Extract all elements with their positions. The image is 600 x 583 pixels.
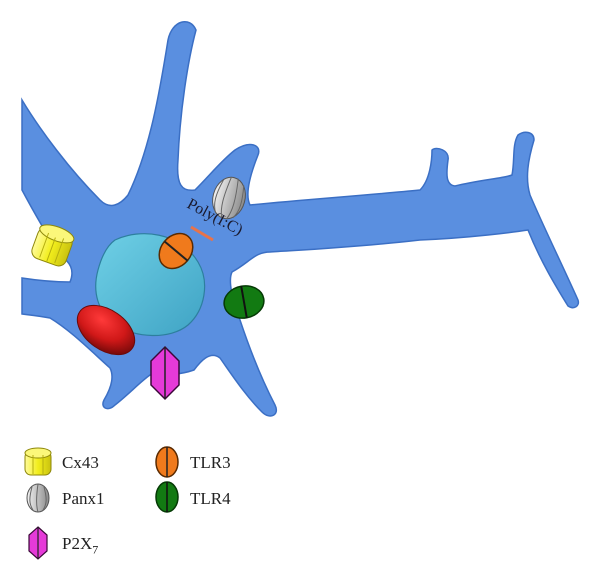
panx1-legend-icon: [26, 483, 50, 513]
tlr3-legend-icon: [155, 446, 179, 478]
red-organelle: [76, 304, 136, 356]
legend-label-panx1: Panx1: [62, 489, 105, 508]
legend-label-p2x7-subscript: 7: [92, 542, 99, 557]
panx1-membrane-icon: [212, 176, 246, 220]
astrocyte-cell-body: [21, 20, 580, 417]
p2x7-membrane-icon: [150, 345, 180, 401]
legend-label-tlr3: TLR3: [190, 453, 231, 472]
cx43-membrane-icon: [31, 224, 75, 267]
legend-label-p2x7-text: P2X: [62, 534, 93, 553]
legend-label-cx43: Cx43: [62, 453, 99, 472]
tlr3-membrane-icon: [158, 232, 194, 270]
legend-label-p2x7: P2X7: [62, 535, 98, 555]
ligand-line: [190, 225, 214, 242]
tlr4-membrane-icon: [223, 285, 265, 319]
cx43-legend-icon: [24, 447, 52, 476]
tlr4-legend-icon: [155, 481, 179, 513]
legend-label-tlr4: TLR4: [190, 489, 231, 508]
p2x7-legend-icon: [28, 526, 48, 560]
